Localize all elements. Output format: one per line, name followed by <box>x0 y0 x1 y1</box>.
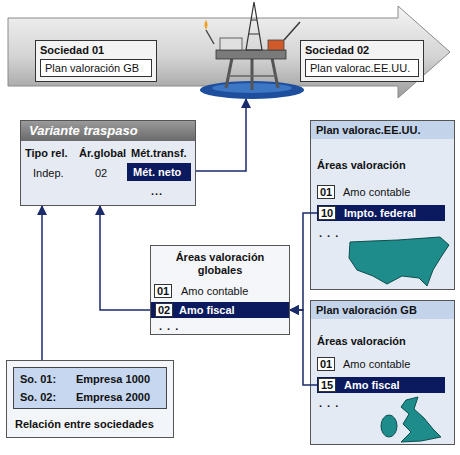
ellipsis: . . . <box>319 397 339 410</box>
node-text: Impto. federal <box>344 207 416 220</box>
area-row: 02 Amo fiscal <box>151 302 289 318</box>
column-header: Mét.transf. <box>131 147 187 160</box>
table-cell: ... <box>151 185 163 198</box>
area-row: 15 Amo fiscal <box>317 377 445 393</box>
valuation-plan-box: Plan valoración GB <box>40 59 152 77</box>
column-header: Tipo rel. <box>25 147 68 160</box>
node-title: Plan valorac.EE.UU. <box>316 124 421 137</box>
ireland-map <box>381 415 397 437</box>
us-plan-panel <box>311 121 455 290</box>
ellipsis: . . . <box>159 320 179 333</box>
method-cell: Mét. neto <box>127 163 191 181</box>
node-title: Plan valoración GB <box>45 62 139 75</box>
column-header: Ár.global <box>79 147 126 160</box>
valuation-plan-panel: Plan valorac.EE.UU. Áreas valoración 01 Amo… <box>310 120 455 290</box>
area-row: 10 Impto. federal <box>317 205 445 221</box>
node-text: Empresa 1000 <box>76 373 150 386</box>
node-title: 10 <box>318 206 336 220</box>
area-number: 01 <box>317 185 335 199</box>
node-title: So. 01: <box>20 373 56 386</box>
area-number: 01 <box>317 357 335 371</box>
valuation-plan-box: Plan valorac.EE.UU. <box>305 59 419 77</box>
connector-arrow <box>290 310 317 385</box>
area-name: Amo contable <box>343 186 410 199</box>
global-areas-box: Áreas valoración globales 01 Amo contable.… <box>150 245 290 335</box>
oil-platform <box>200 2 304 99</box>
connector-arrow <box>290 213 317 310</box>
node-title: Mét. neto <box>133 166 181 179</box>
company-relation-box: Relación entre sociedades So. 01: Empresa … <box>6 360 174 438</box>
table-cell: Indep. <box>33 167 64 180</box>
node-text: So. 02: <box>20 391 56 404</box>
node-title: Sociedad 01 <box>40 44 104 57</box>
node-title: Variante traspaso <box>21 121 195 141</box>
transfer-variant-box: Variante traspasoTipo rel. Ár.global Mét.t… <box>20 120 196 206</box>
node-title: Plan valoración GB <box>316 304 417 317</box>
company-box: Sociedad 02 Plan valorac.EE.UU. <box>300 40 424 82</box>
area-name: Amo contable <box>181 285 248 298</box>
table-cell: 02 <box>95 167 107 180</box>
company-assignment-box: So. 01: Empresa 1000So. 02: Empresa 2000 <box>13 367 167 409</box>
ellipsis: . . . <box>319 227 339 240</box>
gb-plan-panel <box>311 301 455 445</box>
node-text: Empresa 2000 <box>76 391 150 404</box>
valuation-plan-panel: Plan valoración GBÁreas valoración01Amo … <box>310 300 455 445</box>
node-title: 02 <box>155 303 173 317</box>
transfer-arrow <box>8 6 450 98</box>
node-title: Plan valorac.EE.UU. <box>310 62 410 75</box>
node-title: Relación entre sociedades <box>15 418 154 431</box>
node-title: 15 <box>318 378 336 392</box>
area-number: 01 <box>154 284 172 298</box>
connector-arrow <box>41 206 43 360</box>
node-text: Áreas valoración <box>317 159 406 172</box>
node-text: Amo fiscal <box>344 379 400 392</box>
us-map <box>349 237 449 286</box>
node-title: Sociedad 02 <box>305 44 369 57</box>
area-name: Amo contable <box>343 358 410 371</box>
node-text: Amo fiscal <box>179 304 235 317</box>
node-title: Áreas valoración globales <box>160 251 280 277</box>
connector-arrow <box>100 206 151 310</box>
transfer-method-arrow <box>196 99 246 171</box>
node-text: Áreas valoración <box>317 335 406 348</box>
company-box: Sociedad 01 Plan valoración GB <box>35 40 157 82</box>
gb-map <box>401 397 441 442</box>
